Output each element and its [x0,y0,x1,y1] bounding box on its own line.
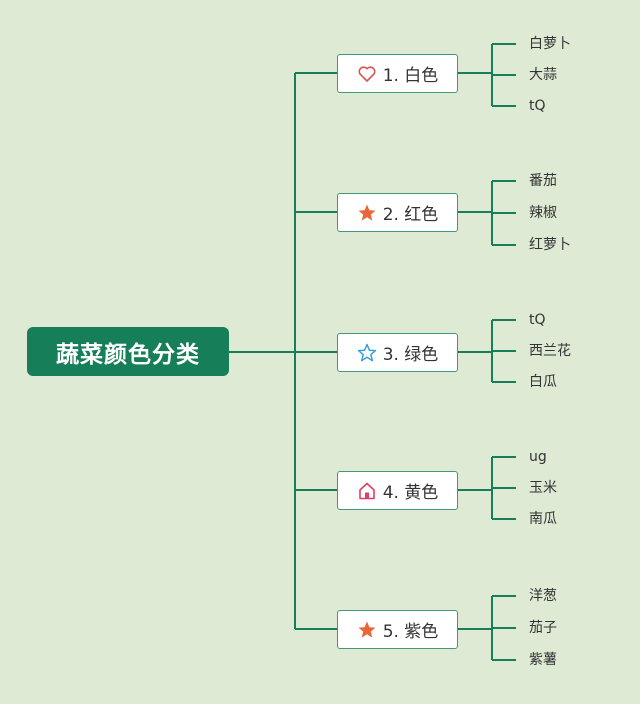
leaf-node[interactable]: 辣椒 [529,205,557,221]
leaf-node[interactable]: 南瓜 [529,511,557,527]
star-filled-icon [357,620,377,640]
heart-outline-icon [357,64,377,84]
leaf-node[interactable]: 洋葱 [529,588,557,604]
star-filled-icon [357,203,377,223]
branch-label: 4. 黄色 [382,483,439,503]
leaf-node[interactable]: 茄子 [529,620,557,636]
branch-label: 2. 红色 [382,205,439,225]
branch-node-white[interactable]: 1. 白色 [337,54,458,93]
branch-node-red[interactable]: 2. 红色 [337,193,458,232]
leaf-node[interactable]: 大蒜 [529,67,557,83]
leaf-node[interactable]: 红萝卜 [529,237,571,253]
branch-node-yellow[interactable]: 4. 黄色 [337,471,458,510]
leaf-node[interactable]: 西兰花 [529,343,571,359]
leaf-node[interactable]: tQ [529,98,546,114]
leaf-node[interactable]: 白瓜 [529,374,557,390]
house-icon [357,481,377,501]
leaf-node[interactable]: ug [529,449,547,465]
root-node[interactable]: 蔬菜颜色分类 [27,327,229,376]
leaf-node[interactable]: tQ [529,312,546,328]
branch-label: 3. 绿色 [382,345,439,365]
star-outline-icon [357,343,377,363]
leaf-node[interactable]: 紫薯 [529,652,557,668]
branch-node-green[interactable]: 3. 绿色 [337,333,458,372]
branch-label: 1. 白色 [382,66,439,86]
root-label: 蔬菜颜色分类 [56,341,200,368]
leaf-node[interactable]: 玉米 [529,480,557,496]
branch-node-purple[interactable]: 5. 紫色 [337,610,458,649]
leaf-node[interactable]: 番茄 [529,173,557,189]
branch-label: 5. 紫色 [382,622,439,642]
leaf-node[interactable]: 白萝卜 [529,36,571,52]
